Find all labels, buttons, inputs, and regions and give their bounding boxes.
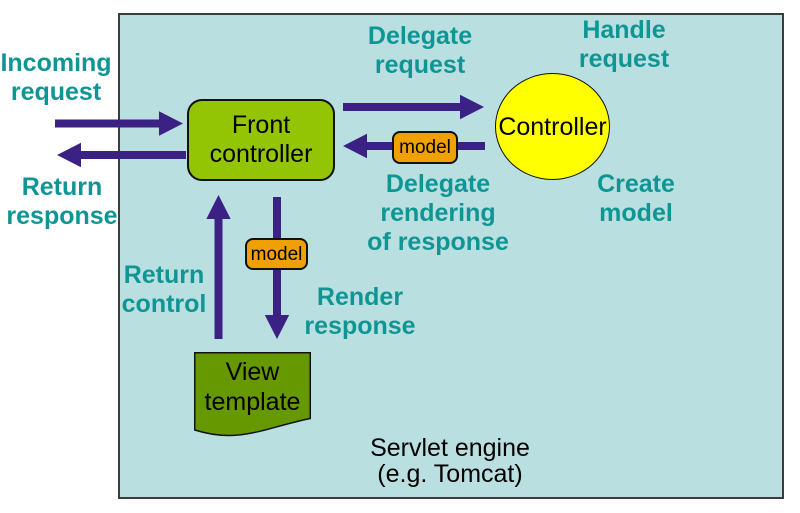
controller-node[interactable]: Controller — [495, 73, 610, 180]
label-return-response: Return response — [6, 173, 118, 230]
label-render-response: Render response — [304, 283, 416, 340]
label-servlet-engine: Servlet engine (e.g. Tomcat) — [370, 434, 530, 488]
return-control-arrow — [206, 195, 231, 339]
return-response-arrow — [57, 142, 186, 168]
view-template-shape[interactable] — [194, 352, 311, 444]
label-create-model: Create model — [597, 170, 675, 227]
model-lower-node[interactable]: model — [245, 238, 308, 270]
label-delegate-request: Delegate request — [367, 22, 473, 79]
label-return-control: Return control — [121, 261, 207, 318]
label-delegate-rendering: Delegate rendering of response — [367, 170, 509, 256]
view-template-label: View template — [204, 358, 301, 416]
incoming-request-arrow — [55, 111, 183, 136]
front-controller-node[interactable]: Front controller — [187, 99, 335, 181]
label-handle-request: Handle request — [578, 16, 670, 73]
delegate-request-arrow — [343, 94, 484, 120]
model-upper-node[interactable]: model — [392, 131, 458, 164]
label-incoming-request: Incoming request — [0, 49, 112, 106]
